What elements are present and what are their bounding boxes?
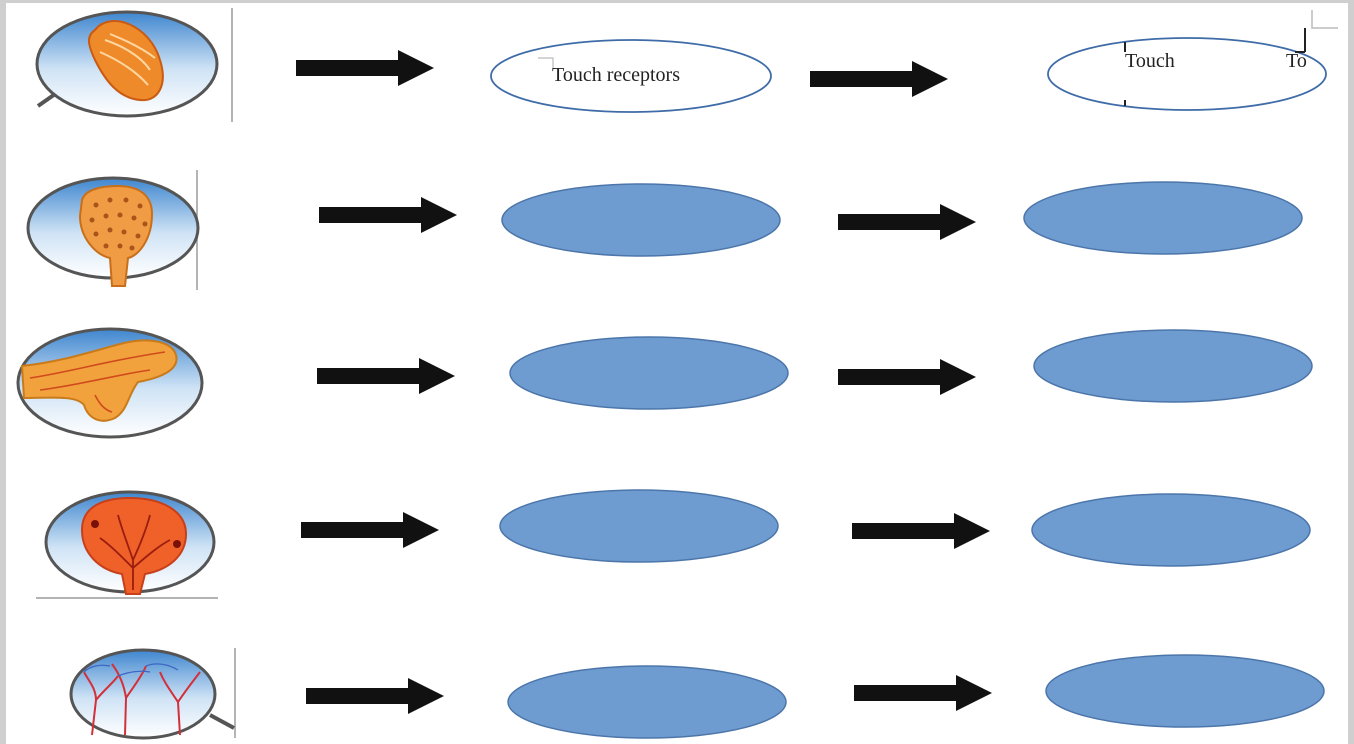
- arrow-4b: [852, 513, 990, 549]
- row-5: [69, 648, 1325, 740]
- receptor-label-2[interactable]: Touch: [1125, 50, 1175, 72]
- blank-ellipse-4a[interactable]: [499, 489, 779, 563]
- receptor-label-1[interactable]: Touch receptors: [552, 64, 680, 86]
- outline-ellipse-1b: [1047, 10, 1338, 111]
- arrow-5a: [306, 678, 444, 714]
- row-3: [16, 327, 1313, 439]
- row-4: [36, 489, 1311, 599]
- blank-ellipse-2b[interactable]: [1023, 181, 1303, 255]
- receptor-label-2-truncated[interactable]: To: [1286, 50, 1307, 72]
- ruffini-ending-icon: [16, 327, 204, 439]
- blank-ellipse-4b[interactable]: [1031, 493, 1311, 567]
- blank-ellipse-3b[interactable]: [1033, 329, 1313, 403]
- row-1: [35, 8, 1338, 122]
- arrow-4a: [301, 512, 439, 548]
- arrow-2b: [838, 204, 976, 240]
- outline-ellipse-1a: [490, 39, 772, 113]
- arrow-1a: [296, 50, 434, 86]
- blank-ellipse-5b[interactable]: [1045, 654, 1325, 728]
- arrow-1b: [810, 61, 948, 97]
- arrow-3a: [317, 358, 455, 394]
- blank-ellipse-2a[interactable]: [501, 183, 781, 257]
- arrow-3b: [838, 359, 976, 395]
- blank-ellipse-5a[interactable]: [507, 665, 787, 739]
- pacinian-corpuscle-icon: [36, 490, 218, 599]
- merkel-disc-icon: [26, 170, 200, 290]
- free-nerve-ending-icon: [69, 648, 236, 740]
- blank-ellipse-3a[interactable]: [509, 336, 789, 410]
- arrow-2a: [319, 197, 457, 233]
- row-2: [26, 170, 1303, 290]
- arrow-5b: [854, 675, 992, 711]
- meissner-corpuscle-icon: [35, 8, 233, 122]
